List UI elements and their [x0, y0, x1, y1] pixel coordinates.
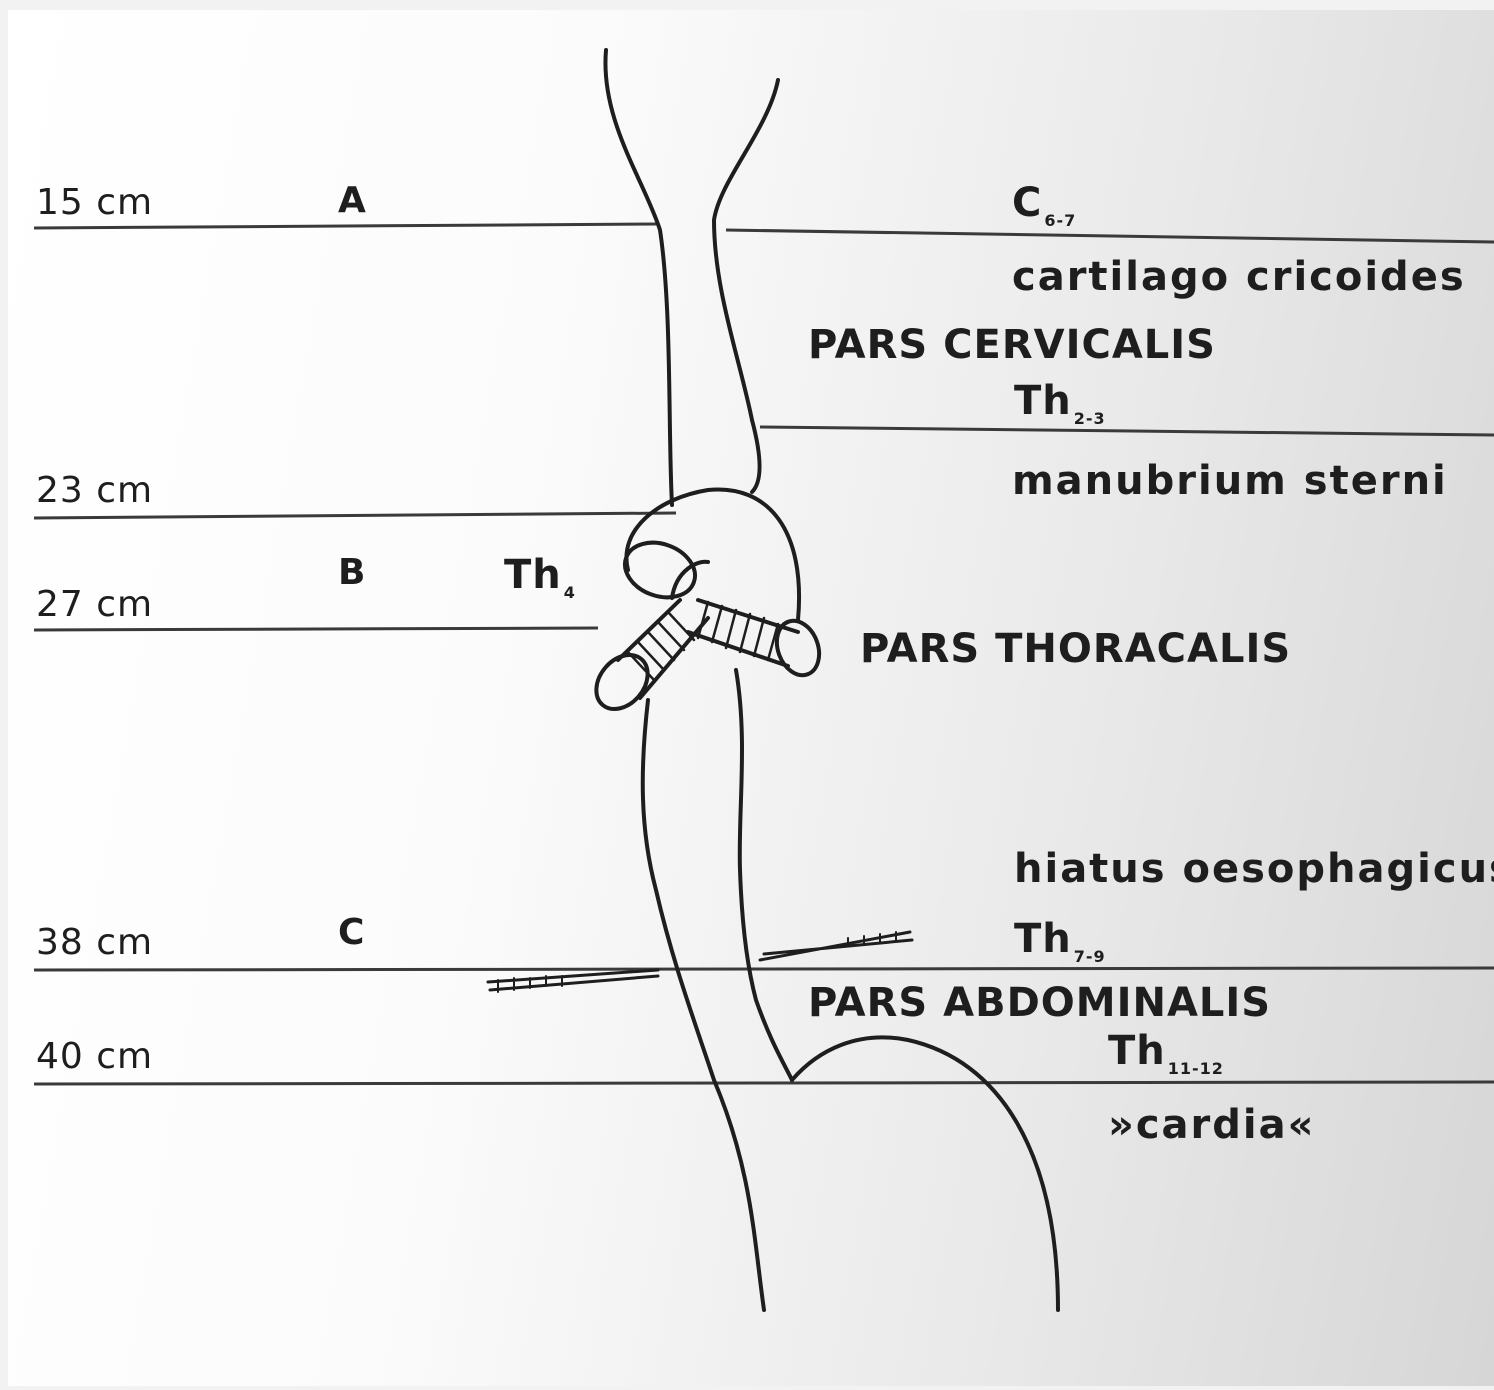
label-pars-thoracalis: PARS THORACALIS: [860, 626, 1291, 672]
depth-label-27cm: 27 cm: [36, 584, 153, 625]
depth-label-38cm: 38 cm: [36, 922, 153, 963]
right-bronchus: [688, 600, 826, 681]
level-line-th2-3: [760, 427, 1494, 435]
label-pars-cervicalis: PARS CERVICALIS: [808, 322, 1216, 368]
esophagus-left-wall: [605, 50, 764, 1310]
diaphragm-right: [760, 932, 912, 960]
depth-label-15cm: 15 cm: [36, 182, 153, 223]
level-line-40cm: [34, 1082, 1494, 1084]
depth-label-23cm: 23 cm: [36, 470, 153, 511]
depth-label-40cm: 40 cm: [36, 1036, 153, 1077]
aortic-arch-inner: [672, 562, 708, 598]
label-cartilago-cricoides: cartilago cricoides: [1012, 254, 1466, 300]
level-line-23cm: [34, 513, 676, 518]
level-line-27cm: [34, 628, 598, 630]
label-manubrium-sterni: manubrium sterni: [1012, 458, 1448, 504]
level-line-15cm: [34, 224, 658, 228]
level-line-c6-7: [726, 230, 1494, 242]
label-hiatus-oesophagicus: hiatus oesophagicus: [1014, 846, 1494, 892]
level-letter-a: A: [338, 180, 367, 221]
level-letter-c: C: [338, 912, 365, 953]
level-letter-b: B: [338, 552, 366, 593]
label-pars-abdominalis: PARS ABDOMINALIS: [808, 980, 1271, 1026]
diaphragm-left: [488, 970, 658, 992]
label-cardia: »cardia«: [1108, 1102, 1315, 1148]
level-line-38cm: [34, 968, 1494, 970]
esophagus-diagram: [8, 10, 1494, 1386]
stomach-outline: [792, 1037, 1058, 1310]
aortic-arch: [626, 489, 799, 620]
